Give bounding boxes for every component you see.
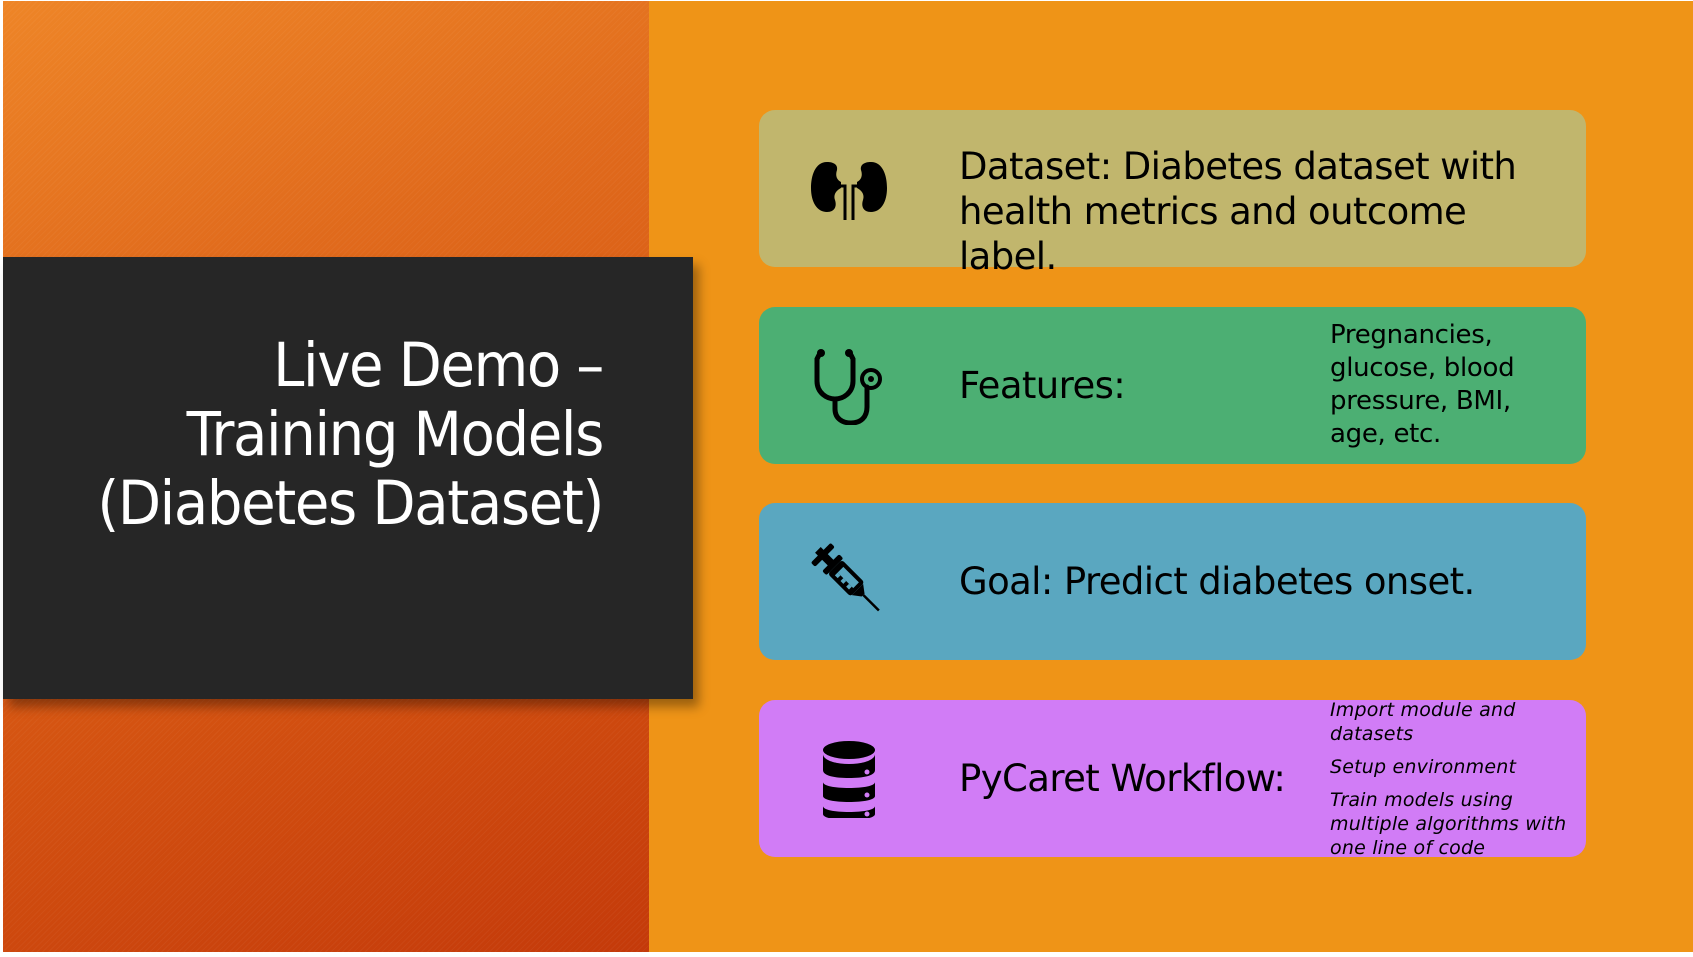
stethoscope-icon bbox=[809, 345, 889, 425]
workflow-step: Import module and datasets bbox=[1330, 699, 1516, 745]
card-features-detail: Pregnancies, glucose, blood pressure, BM… bbox=[1330, 320, 1515, 449]
workflow-step: Setup environment bbox=[1330, 756, 1517, 778]
card-features: Features: Pregnancies, glucose, blood pr… bbox=[759, 307, 1586, 464]
title-box: Live Demo – Training Models (Diabetes Da… bbox=[3, 257, 693, 699]
kidneys-icon bbox=[809, 148, 889, 228]
card-dataset-text: Dataset: Diabetes dataset with health me… bbox=[959, 145, 1517, 278]
card-goal-text: Goal: Predict diabetes onset. bbox=[959, 560, 1475, 603]
syringe-icon bbox=[809, 541, 889, 621]
card-features-label: Features: bbox=[959, 364, 1126, 407]
card-workflow: PyCaret Workflow: Import module and data… bbox=[759, 699, 1586, 859]
card-workflow-label: PyCaret Workflow: bbox=[959, 757, 1286, 800]
database-icon bbox=[809, 738, 889, 818]
card-goal: Goal: Predict diabetes onset. bbox=[759, 503, 1586, 660]
slide-title: Live Demo – Training Models (Diabetes Da… bbox=[97, 330, 604, 539]
card-dataset: Dataset: Diabetes dataset with health me… bbox=[759, 110, 1586, 278]
workflow-step: Train models using multiple algorithms w… bbox=[1330, 789, 1567, 859]
slide: Live Demo – Training Models (Diabetes Da… bbox=[3, 1, 1693, 952]
workflow-steps-list: Import module and datasets Setup environ… bbox=[1330, 698, 1580, 869]
